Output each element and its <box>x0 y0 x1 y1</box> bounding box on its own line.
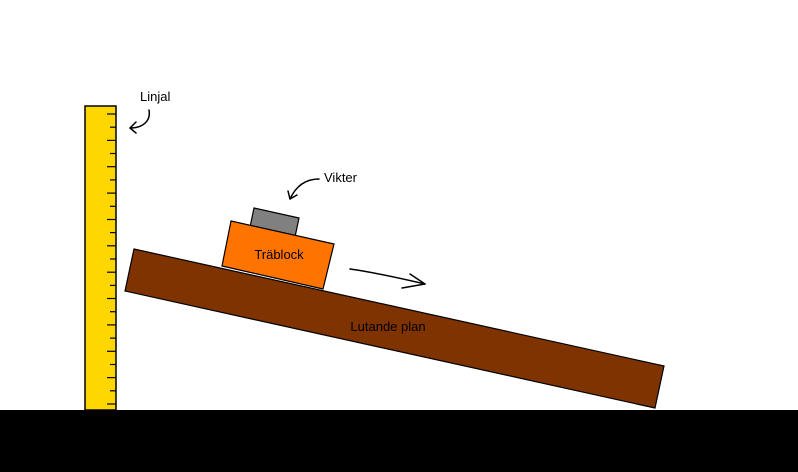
right-arrow-icon <box>349 268 426 289</box>
ground <box>0 410 798 472</box>
ruler-ticks <box>107 113 116 405</box>
ruler <box>84 105 117 411</box>
plane-label: Lutande plan <box>350 319 425 334</box>
ruler-label: Linjal <box>140 89 170 104</box>
curved-arrow-icon <box>287 178 320 200</box>
weights-label: Vikter <box>324 170 358 185</box>
inclined-plane <box>124 248 665 409</box>
block-label: Träblock <box>254 247 304 262</box>
wooden-block <box>221 220 335 290</box>
curved-arrow-icon <box>129 109 151 134</box>
